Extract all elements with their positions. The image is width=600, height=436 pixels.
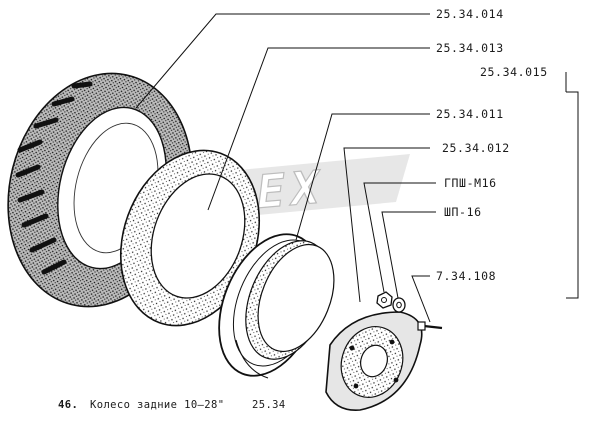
label-tire: 25.34.014: [436, 7, 504, 21]
caption-text: Колесо задние 10—28": [90, 399, 224, 411]
label-disc: 25.34.012: [442, 141, 510, 155]
caption-code: 25.34: [252, 399, 286, 411]
nut: [376, 291, 393, 309]
rim: [218, 233, 335, 379]
inner-tube: [119, 149, 261, 327]
label-tube: 25.34.013: [436, 41, 504, 55]
label-assembly: 25.34.015: [480, 65, 548, 79]
label-bolt: 7.34.108: [436, 269, 496, 283]
washer: [392, 297, 406, 313]
wheel-disc: [325, 311, 423, 411]
label-washer: ШП-16: [444, 205, 482, 219]
label-rim: 25.34.011: [436, 107, 504, 121]
label-nut: ГПШ-М16: [444, 176, 497, 190]
leader-lines: [135, 13, 579, 323]
caption-number: 46.: [58, 399, 78, 411]
figure-caption: 46. Колесо задние 10—28" 25.34: [58, 399, 286, 411]
bolt: [417, 321, 443, 331]
